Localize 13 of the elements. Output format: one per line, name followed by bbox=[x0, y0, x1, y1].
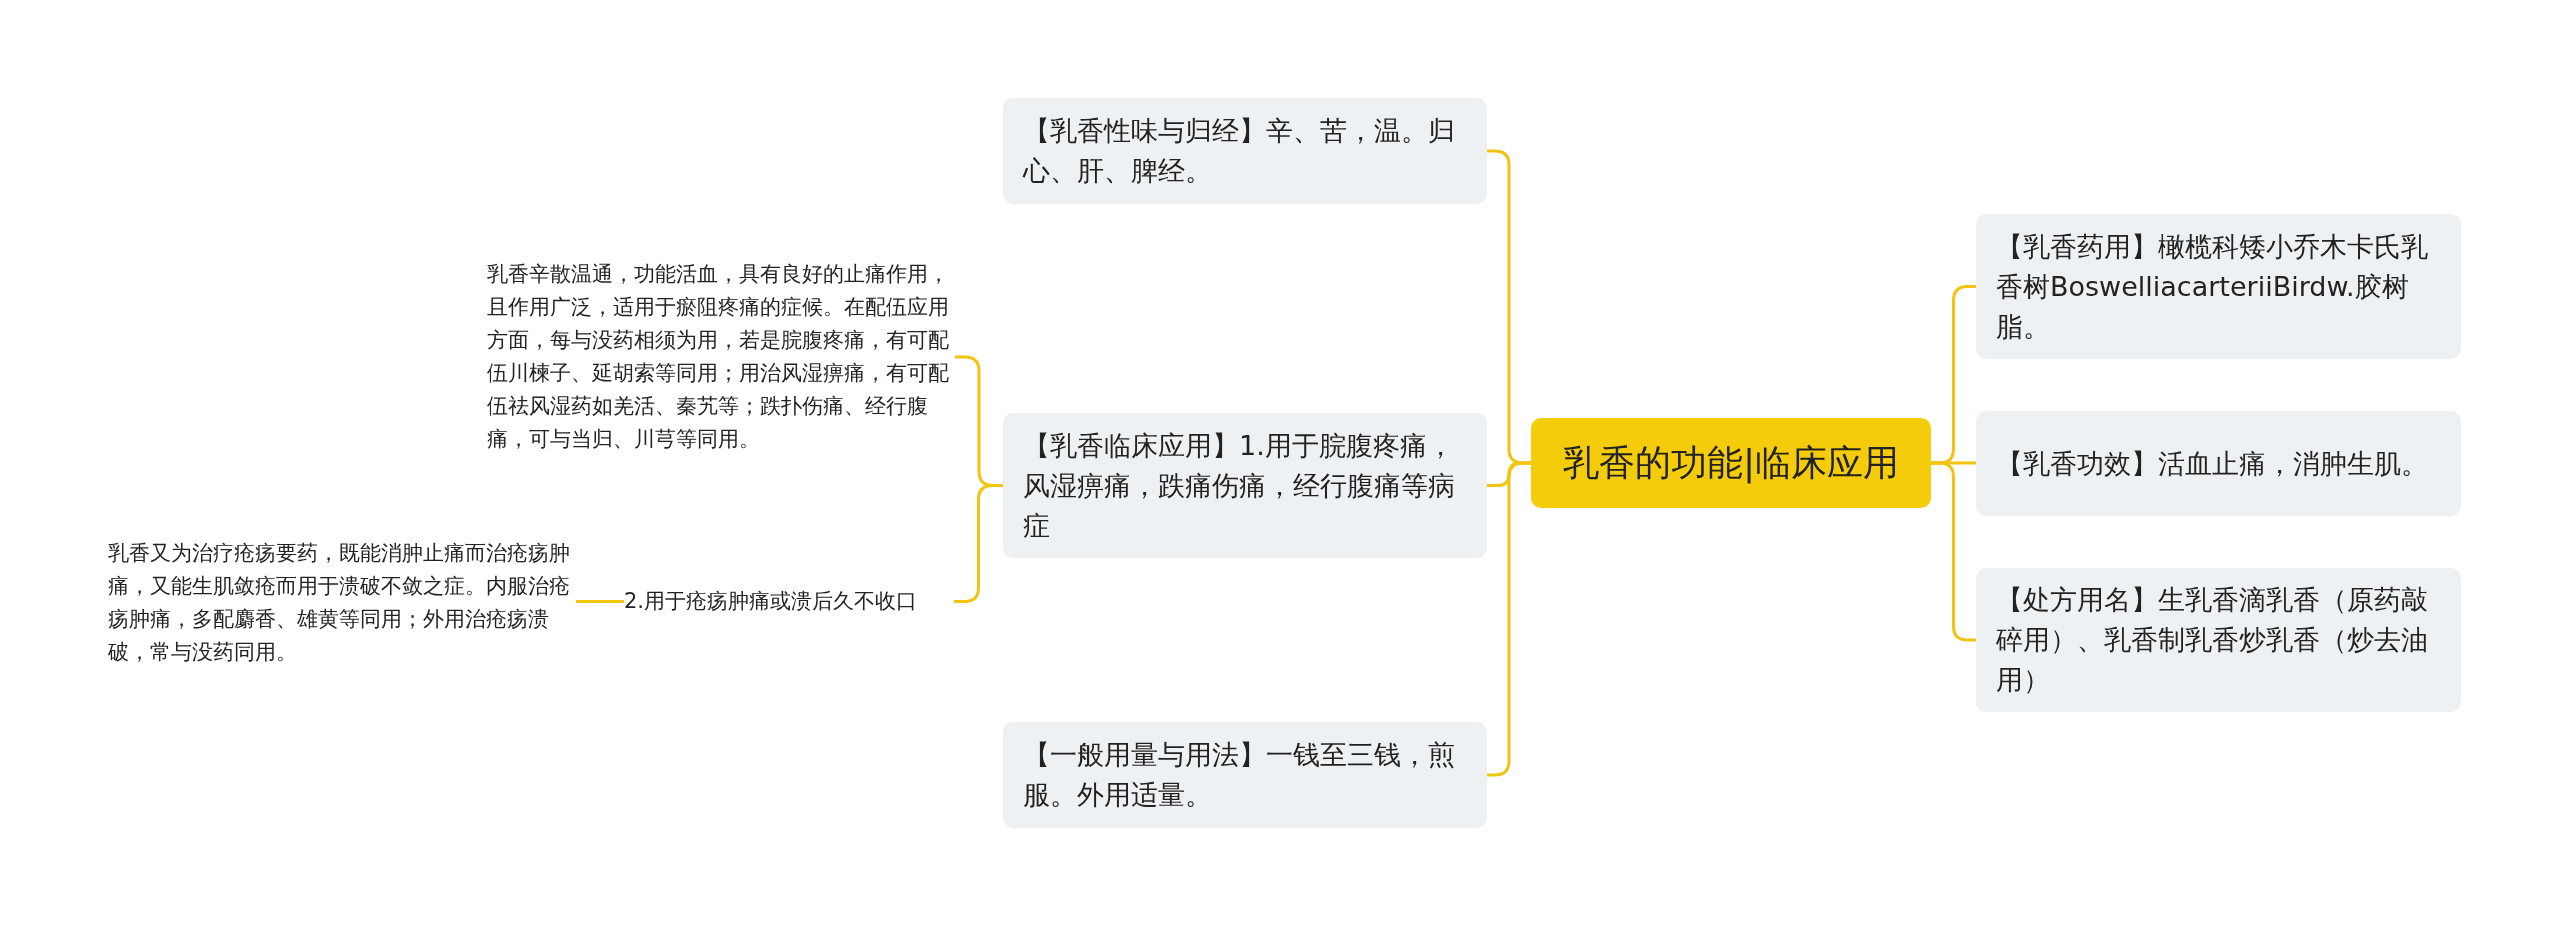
branch-box: 【一般用量与用法】一钱至三钱，煎服。外用适量。 bbox=[1003, 722, 1487, 828]
note-text: 2.用于疮疡肿痛或溃后久不收口 bbox=[624, 585, 954, 618]
note-text: 乳香辛散温通，功能活血，具有良好的止痛作用，且作用广泛，适用于瘀阻疼痛的症候。在配伍应用方面，每与没药相须为用，若是脘腹疼痛，有可配伍川楝子、延胡索等同用；用治风湿痹痛，有可配伍祛风湿药如羌活、秦艽等；跌扑伤痛、经行腹痛，可与当归、川芎等同用。 bbox=[487, 258, 955, 456]
connector-line bbox=[1487, 461, 1531, 777]
connector-line bbox=[576, 600, 624, 603]
branch-box: 【处方用名】生乳香滴乳香（原药敲碎用）、乳香制乳香炒乳香（炒去油用） bbox=[1976, 568, 2461, 712]
branch-box: 【乳香药用】橄榄科矮小乔木卡氏乳香树BoswelliacarteriiBirdw.胶树脂。 bbox=[1976, 214, 2461, 359]
note-text: 乳香又为治疗疮疡要药，既能消肿止痛而治疮疡肿痛，又能生肌敛疮而用于溃破不敛之症。内服治疮疡肿痛，多配麝香、雄黄等同用；外用治疮疡溃破，常与没药同用。 bbox=[108, 537, 576, 669]
branch-box: 【乳香性味与归经】辛、苦，温。归心、肝、脾经。 bbox=[1003, 98, 1487, 204]
connector-line bbox=[1931, 461, 1976, 642]
branch-box: 【乳香临床应用】1.用于脘腹疼痛，风湿痹痛，跌痛伤痛，经行腹痛等病症 bbox=[1003, 413, 1487, 558]
branch-box: 【乳香功效】活血止痛，消肿生肌。 bbox=[1976, 411, 2461, 516]
topic-box: 乳香的功能|临床应用 bbox=[1531, 418, 1931, 508]
